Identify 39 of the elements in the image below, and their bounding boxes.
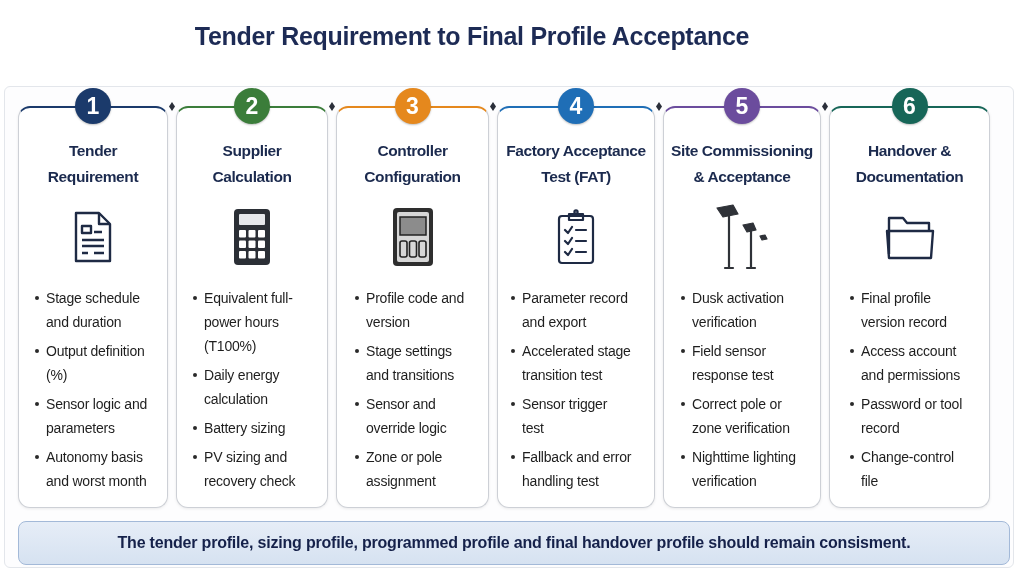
- list-item: Profile code and version: [366, 289, 465, 332]
- list-item: Access account and permissions: [861, 342, 961, 385]
- step-heading: Site Commissioning & Acceptance: [670, 141, 814, 187]
- step-heading: Handover & Documentation: [854, 141, 965, 187]
- list-item: Zone or pole assignment: [366, 448, 444, 491]
- step-number: 6: [891, 88, 928, 124]
- list-item: Stage schedule and duration: [46, 289, 141, 332]
- step-number: 1: [75, 88, 111, 124]
- list-item: Stage settings and transitions: [366, 342, 456, 385]
- list-item: Correct pole or zone verification: [692, 395, 791, 438]
- list-item: Nighttime lighting verification: [692, 448, 797, 491]
- list-item: Equivalent full-power hours (T100%): [204, 289, 294, 356]
- step-number: 3: [394, 88, 431, 124]
- note-banner: [18, 521, 1010, 565]
- list-item: Field sensor response test: [692, 342, 775, 385]
- list-item: Sensor and override logic: [366, 395, 448, 438]
- step-number: 4: [558, 88, 594, 124]
- list-item: Password or tool record: [861, 395, 964, 438]
- list-item: Fallback and error handling test: [522, 448, 632, 491]
- step-heading: Tender Requirement: [46, 141, 140, 187]
- list-item: Sensor trigger test: [522, 395, 609, 438]
- list-item: PV sizing and recovery check: [204, 448, 297, 491]
- step-heading: Controller Configuration: [363, 141, 462, 187]
- list-item: Parameter record and export: [522, 289, 629, 332]
- step-heading: Supplier Calculation: [211, 141, 293, 187]
- note-text: The tender profile, sizing profile, programmed profile and final handover profile should remain consisment.: [117, 534, 911, 552]
- list-item: Final profile version record: [861, 289, 948, 332]
- list-item: Autonomy basis and worst month: [46, 448, 148, 491]
- list-item: Accelerated stage transition test: [522, 342, 632, 385]
- step-heading: Factory Acceptance Test (FAT): [505, 141, 647, 187]
- list-item: Dusk activation verification: [692, 289, 785, 332]
- list-item: Daily energy calculation: [204, 366, 281, 409]
- list-item: Output definition (%): [46, 342, 146, 385]
- step-number: 5: [724, 88, 760, 124]
- diagram-title: Tender Requirement to Final Profile Acceptance: [193, 22, 751, 51]
- list-item: Sensor logic and parameters: [46, 395, 149, 438]
- list-item: Change-control file: [861, 448, 955, 491]
- step-number: 2: [234, 88, 270, 124]
- list-item: Battery sizing: [204, 419, 287, 438]
